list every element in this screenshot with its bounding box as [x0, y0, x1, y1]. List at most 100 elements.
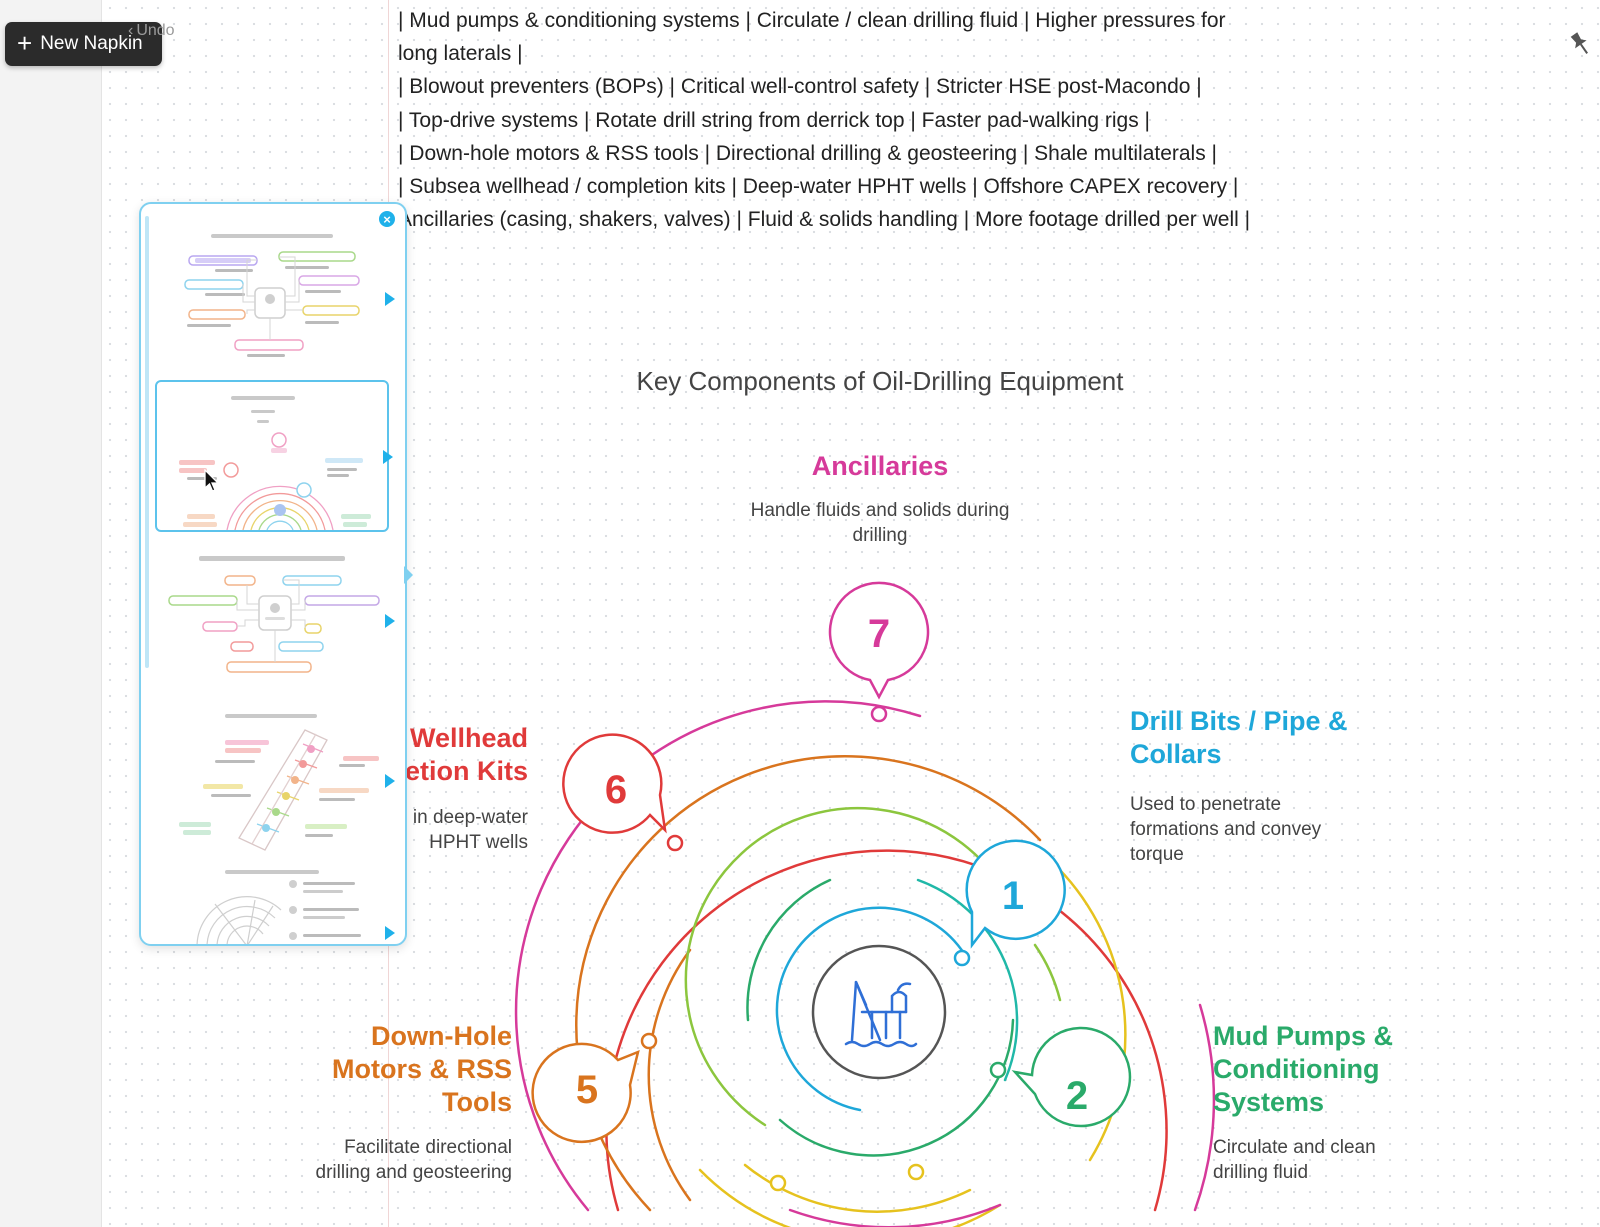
title-line: Down-Hole: [371, 1021, 512, 1051]
doc-line: | Top-drive systems | Rotate drill strin…: [398, 108, 1151, 132]
arc-orange: [574, 754, 1042, 1212]
panel-scrollbar[interactable]: [145, 216, 149, 668]
doc-line: | Blowout preventers (BOPs) | Critical w…: [398, 75, 1202, 99]
title-line: Drill Bits / Pipe &: [1130, 706, 1348, 736]
arc-orange-inner: [647, 948, 692, 1202]
desc-line: drilling and geosteering: [315, 1162, 512, 1183]
arc-blue: [775, 906, 967, 1112]
thumbnail-arrow-icon[interactable]: [385, 926, 395, 940]
desc-line: torque: [1130, 844, 1184, 865]
item-7-description: Handle fluids and solids during drilling: [700, 498, 1060, 548]
arc-lime-right: [1033, 943, 1062, 1002]
desc-line: formations and convey: [1130, 819, 1322, 840]
desc-line: Used to penetrate: [1130, 794, 1282, 815]
title-line: Mud Pumps &: [1213, 1021, 1393, 1051]
bubble-5: [531, 1042, 640, 1144]
desc-line: Handle fluids and solids during: [750, 500, 1010, 521]
node-yellow: [907, 1163, 925, 1181]
node-yellow-2: [769, 1174, 787, 1192]
desc-line: drilling fluid: [1213, 1162, 1309, 1183]
arc-magenta-bottom: [788, 1203, 1002, 1227]
undo-button[interactable]: ‹ Undo: [128, 22, 175, 40]
undo-arrow-icon: ‹: [128, 22, 134, 39]
bubble-2: [1011, 1026, 1132, 1128]
thumbnail-arrow-icon[interactable]: [383, 450, 393, 465]
arc-magenta: [514, 700, 922, 1212]
number-1: 1: [1002, 874, 1024, 918]
bubble-6: [562, 733, 667, 834]
diagram-title: Key Components of Oil-Drilling Equipment: [636, 366, 1124, 396]
document-text[interactable]: | Mud pumps & conditioning systems | Cir…: [398, 4, 1358, 236]
radial-thumbnail-graphic: [179, 396, 371, 531]
item-6-title: Wellhead letion Kits: [228, 722, 528, 788]
desc-line: drilling: [852, 525, 908, 546]
layout-thumbnail-radar-list[interactable]: [155, 860, 395, 944]
radar-thumbnail-graphic: [196, 870, 361, 944]
undo-label: Undo: [136, 22, 175, 39]
node-7: [870, 705, 888, 723]
number-6: 6: [605, 768, 627, 812]
thumbnail-arrow-icon[interactable]: [385, 613, 395, 628]
mindmap-boxes-thumbnail-graphic: [168, 556, 380, 673]
arc-teal: [916, 878, 1019, 1082]
tower-thumbnail-graphic: [179, 714, 379, 851]
title-line: Tools: [442, 1087, 512, 1117]
oil-rig-icon: [844, 980, 918, 1048]
node-5: [640, 1032, 658, 1050]
layout-picker-panel[interactable]: [139, 202, 407, 946]
arc-yellow-bottom: [698, 1168, 1002, 1227]
title-line: Systems: [1213, 1087, 1325, 1117]
new-napkin-button[interactable]: + New Napkin: [5, 22, 162, 66]
layout-thumbnail-mindmap[interactable]: [155, 222, 395, 374]
arc-yellow: [1048, 858, 1127, 1162]
node-2: [989, 1061, 1007, 1079]
node-6: [666, 834, 684, 852]
item-6-description: in deep-water HPHT wells: [228, 805, 528, 855]
thumbnail-arrow-icon[interactable]: [385, 291, 395, 306]
item-1-title: Drill Bits / Pipe & Collars: [1130, 705, 1430, 771]
doc-line: | Subsea wellhead / completion kits | De…: [398, 175, 1239, 199]
thumbnail-arrow-icon[interactable]: [385, 773, 395, 788]
bubble-1: [965, 839, 1066, 949]
title-line: Collars: [1130, 739, 1222, 769]
desc-line: in deep-water: [412, 807, 528, 828]
number-2: 2: [1066, 1074, 1088, 1118]
desc-line: Facilitate directional: [344, 1137, 512, 1158]
item-5-title: Down-Hole Motors & RSS Tools: [212, 1020, 512, 1119]
plus-icon: +: [17, 28, 33, 58]
panel-pointer: [404, 566, 413, 584]
doc-line: | Down-hole motors & RSS tools | Directi…: [398, 141, 1218, 165]
doc-line: long laterals |: [398, 42, 523, 66]
item-7-title: Ancillaries: [811, 451, 949, 481]
node-1: [953, 949, 971, 967]
layout-thumbnail-mindmap-boxes[interactable]: [155, 544, 395, 696]
mouse-cursor-icon: [204, 468, 220, 498]
new-napkin-label: New Napkin: [40, 33, 143, 54]
arc-red: [605, 849, 1168, 1212]
pin-icon[interactable]: [1565, 27, 1600, 65]
arc-magenta-right: [1193, 1003, 1216, 1212]
left-sidebar-strip: [0, 0, 102, 1227]
desc-line: Circulate and clean: [1213, 1137, 1376, 1158]
doc-line: | Mud pumps & conditioning systems | Cir…: [398, 9, 1226, 32]
title-line: Motors & RSS: [331, 1054, 512, 1084]
number-7: 7: [868, 612, 890, 656]
item-1-description: Used to penetrate formations and convey …: [1130, 792, 1430, 867]
title-line: Wellhead: [409, 723, 528, 753]
layout-thumbnail-tilted-tower[interactable]: [155, 704, 395, 856]
mindmap-thumbnail-graphic: [184, 234, 360, 357]
number-5: 5: [576, 1068, 598, 1112]
bubble-7: [828, 581, 930, 700]
item-2-description: Circulate and clean drilling fluid: [1213, 1135, 1513, 1185]
close-icon[interactable]: ×: [378, 210, 396, 228]
layout-thumbnail-radial-arcs[interactable]: [155, 380, 393, 532]
doc-line: Ancillaries (casing, shakers, valves) | …: [398, 208, 1251, 232]
title-line: Conditioning: [1213, 1054, 1380, 1084]
title-line: letion Kits: [397, 756, 528, 786]
item-2-title: Mud Pumps & Conditioning Systems: [1213, 1020, 1513, 1119]
arc-lime: [684, 806, 1012, 1127]
arc-green-left: [746, 878, 832, 1022]
item-5-description: Facilitate directional drilling and geos…: [212, 1135, 512, 1185]
desc-line: HPHT wells: [429, 832, 528, 853]
